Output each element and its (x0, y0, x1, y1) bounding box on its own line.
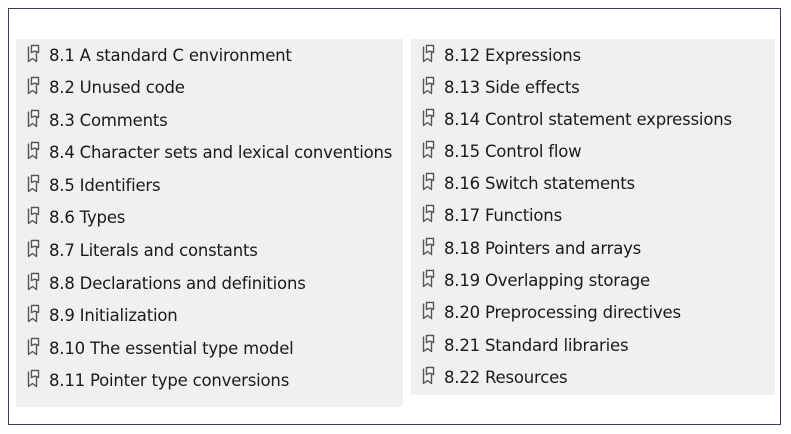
toc-link-label: 8.11 Pointer type conversions (49, 370, 290, 390)
toc-link-8-8[interactable]: 8.8 Declarations and definitions (24, 270, 306, 296)
toc-link-8-7[interactable]: 8.7 Literals and constants (24, 237, 258, 263)
toc-link-8-3[interactable]: 8.3 Comments (24, 107, 168, 133)
bookmark-icon (419, 366, 439, 388)
toc-link-label: 8.13 Side effects (444, 77, 580, 97)
toc-link-label: 8.21 Standard libraries (444, 335, 629, 355)
bookmark-icon (24, 272, 44, 294)
bookmark-icon (419, 334, 439, 356)
toc-link-label: 8.12 Expressions (444, 45, 581, 65)
bookmark-icon (419, 76, 439, 98)
bookmark-icon (24, 44, 44, 66)
toc-right-column: 8.12 Expressions 8.13 Side effects 8.14 … (411, 39, 775, 395)
bookmark-icon (24, 109, 44, 131)
toc-link-label: 8.9 Initialization (49, 305, 178, 325)
toc-link-label: 8.5 Identifiers (49, 175, 161, 195)
toc-link-8-21[interactable]: 8.21 Standard libraries (419, 332, 629, 358)
bookmark-icon (419, 237, 439, 259)
toc-link-label: 8.1 A standard C environment (49, 45, 292, 65)
toc-link-8-6[interactable]: 8.6 Types (24, 204, 125, 230)
toc-link-8-9[interactable]: 8.9 Initialization (24, 302, 178, 328)
toc-link-8-1[interactable]: 8.1 A standard C environment (24, 42, 292, 68)
toc-link-label: 8.17 Functions (444, 205, 562, 225)
toc-left-column: 8.1 A standard C environment 8.2 Unused … (16, 39, 403, 407)
toc-link-8-22[interactable]: 8.22 Resources (419, 364, 568, 390)
toc-link-8-5[interactable]: 8.5 Identifiers (24, 172, 161, 198)
bookmark-icon (419, 140, 439, 162)
bookmark-icon (419, 172, 439, 194)
toc-link-8-20[interactable]: 8.20 Preprocessing directives (419, 299, 681, 325)
bookmark-icon (419, 204, 439, 226)
bookmark-icon (419, 301, 439, 323)
toc-link-label: 8.7 Literals and constants (49, 240, 258, 260)
toc-link-8-18[interactable]: 8.18 Pointers and arrays (419, 235, 641, 261)
toc-link-label: 8.3 Comments (49, 110, 168, 130)
bookmark-icon (24, 141, 44, 163)
bookmark-icon (24, 206, 44, 228)
toc-link-label: 8.18 Pointers and arrays (444, 238, 642, 258)
bookmark-icon (419, 269, 439, 291)
bookmark-icon (24, 304, 44, 326)
toc-link-8-16[interactable]: 8.16 Switch statements (419, 170, 635, 196)
toc-link-label: 8.10 The essential type model (49, 338, 294, 358)
toc-link-label: 8.16 Switch statements (444, 173, 635, 193)
toc-link-8-2[interactable]: 8.2 Unused code (24, 74, 185, 100)
bookmark-icon (24, 337, 44, 359)
toc-link-label: 8.6 Types (49, 207, 126, 227)
toc-link-label: 8.15 Control flow (444, 141, 582, 161)
toc-link-label: 8.4 Character sets and lexical conventio… (49, 142, 393, 162)
toc-link-8-4[interactable]: 8.4 Character sets and lexical conventio… (24, 139, 392, 165)
toc-link-8-19[interactable]: 8.19 Overlapping storage (419, 267, 650, 293)
toc-link-8-10[interactable]: 8.10 The essential type model (24, 335, 294, 361)
toc-link-8-12[interactable]: 8.12 Expressions (419, 42, 581, 68)
toc-link-label: 8.20 Preprocessing directives (444, 302, 681, 322)
toc-link-label: 8.8 Declarations and definitions (49, 273, 306, 293)
toc-link-label: 8.22 Resources (444, 367, 568, 387)
bookmark-icon (24, 76, 44, 98)
toc-link-8-11[interactable]: 8.11 Pointer type conversions (24, 367, 289, 393)
toc-link-8-13[interactable]: 8.13 Side effects (419, 74, 580, 100)
toc-link-8-15[interactable]: 8.15 Control flow (419, 138, 582, 164)
toc-link-label: 8.14 Control statement expressions (444, 109, 732, 129)
toc-link-label: 8.19 Overlapping storage (444, 270, 650, 290)
bookmark-icon (419, 108, 439, 130)
toc-frame: 8.1 A standard C environment 8.2 Unused … (8, 8, 781, 425)
toc-link-8-17[interactable]: 8.17 Functions (419, 202, 562, 228)
toc-link-label: 8.2 Unused code (49, 77, 185, 97)
bookmark-icon (24, 369, 44, 391)
bookmark-icon (24, 174, 44, 196)
toc-link-8-14[interactable]: 8.14 Control statement expressions (419, 106, 732, 132)
bookmark-icon (419, 44, 439, 66)
bookmark-icon (24, 239, 44, 261)
